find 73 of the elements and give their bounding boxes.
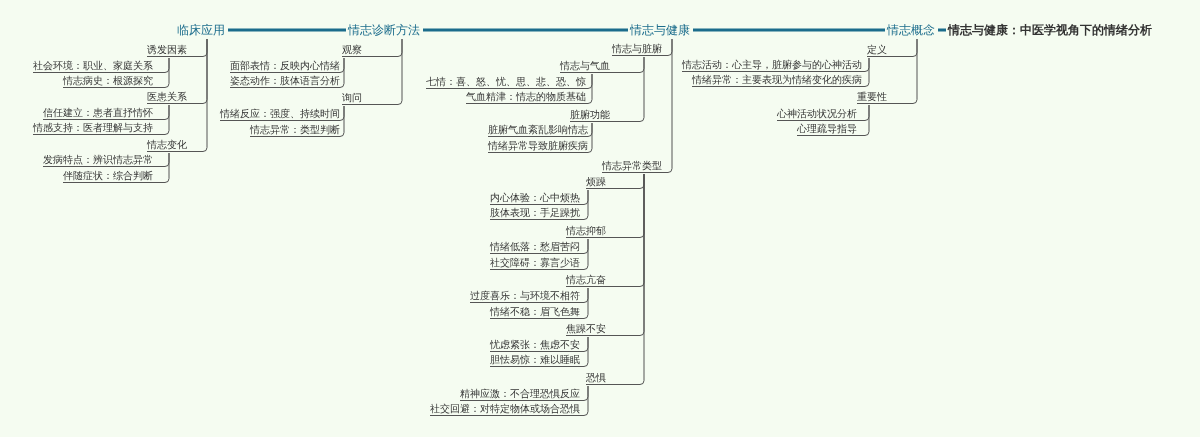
subtopic: 情志活动：心主导，脏腑参与的心神活动 — [682, 59, 862, 72]
subtopic: 发病特点：辨识情志异常 — [43, 154, 153, 167]
subtopic: 情绪异常导致脏腑疾病 — [488, 140, 588, 153]
subtopic: 内心体验：心中烦热 — [490, 192, 580, 205]
subtopic: 气血精津：情志的物质基础 — [466, 91, 586, 104]
connector — [886, 38, 918, 104]
subtopic: 脏腑气血紊乱影响情志 — [488, 124, 588, 137]
subtopic: 情绪反应：强度、持续时间 — [220, 108, 340, 121]
subtopic: 姿态动作：肢体语言分析 — [230, 75, 340, 88]
central-topic: 情志与健康：中医学视角下的情绪分析 — [948, 22, 1152, 38]
subtopic: 社会环境：职业、家庭关系 — [33, 60, 153, 73]
connector — [339, 105, 345, 137]
subtopic: 诱发因素 — [147, 44, 187, 57]
connector — [609, 56, 645, 122]
subtopic: 社交回避：对特定物体或场合恐惧 — [430, 403, 580, 416]
subtopic: 情绪低落：愁眉苦闷 — [490, 241, 580, 254]
subtopic: 伴随症状：综合判断 — [63, 170, 153, 183]
connector — [423, 28, 628, 32]
subtopic: 烦躁 — [586, 176, 606, 189]
connector — [152, 104, 170, 135]
main-topic: 情志与健康 — [630, 22, 690, 38]
connector — [661, 38, 673, 173]
connector — [186, 38, 208, 152]
connector — [693, 28, 885, 32]
connector — [605, 173, 645, 385]
subtopic: 医患关系 — [147, 91, 187, 104]
connector — [579, 189, 589, 220]
subtopic: 情绪异常：主要表现为情绪变化的疾病 — [692, 74, 862, 87]
subtopic: 重要性 — [857, 91, 887, 104]
connector — [152, 57, 170, 88]
subtopic: 观察 — [342, 44, 362, 57]
connector — [938, 28, 946, 32]
main-topic: 临床应用 — [177, 22, 225, 38]
subtopic: 心理疏导指导 — [797, 123, 857, 136]
connector — [861, 57, 870, 87]
connector — [152, 152, 170, 183]
subtopic: 情志亢奋 — [566, 274, 606, 287]
connector — [856, 104, 870, 136]
subtopic: 精神应激：不合理恐惧反应 — [460, 388, 580, 401]
subtopic: 胆怯易惊：难以睡眠 — [490, 354, 580, 367]
connector — [228, 28, 346, 32]
connector — [587, 122, 593, 153]
subtopic: 心神活动状况分析 — [777, 108, 857, 121]
connector — [579, 336, 589, 367]
connector — [361, 38, 403, 105]
subtopic: 定义 — [867, 44, 887, 57]
subtopic: 情志异常：类型判断 — [250, 124, 340, 137]
subtopic: 情志抑郁 — [566, 225, 606, 238]
subtopic: 信任建立：患者直抒情怀 — [43, 107, 153, 120]
main-topic: 情志诊断方法 — [348, 22, 420, 38]
subtopic: 情感支持：医者理解与支持 — [33, 122, 153, 135]
subtopic: 忧虑紧张：焦虑不安 — [490, 339, 580, 352]
subtopic: 焦躁不安 — [566, 323, 606, 336]
connector — [339, 57, 345, 88]
connector — [579, 287, 589, 319]
subtopic: 七情：喜、怒、忧、思、悲、恐、惊 — [426, 76, 586, 89]
connector — [579, 238, 589, 270]
main-topic: 情志概念 — [887, 22, 935, 38]
subtopic: 情志病史：根源探究 — [63, 75, 153, 88]
subtopic: 情志与气血 — [560, 60, 610, 73]
subtopic: 情绪不稳：眉飞色舞 — [490, 306, 580, 319]
subtopic: 社交障碍：寡言少语 — [490, 257, 580, 270]
subtopic: 恐惧 — [586, 372, 606, 385]
subtopic: 情志变化 — [147, 139, 187, 152]
connector — [579, 385, 589, 416]
subtopic: 面部表情：反映内心情绪 — [230, 60, 340, 73]
subtopic: 脏腑功能 — [570, 109, 610, 122]
subtopic: 询问 — [342, 92, 362, 105]
connector — [585, 73, 593, 104]
subtopic: 情志异常类型 — [602, 160, 662, 173]
subtopic: 情志与脏腑 — [612, 43, 662, 56]
subtopic: 肢体表现：手足躁扰 — [490, 207, 580, 220]
subtopic: 过度喜乐：与环境不相符 — [470, 290, 580, 303]
